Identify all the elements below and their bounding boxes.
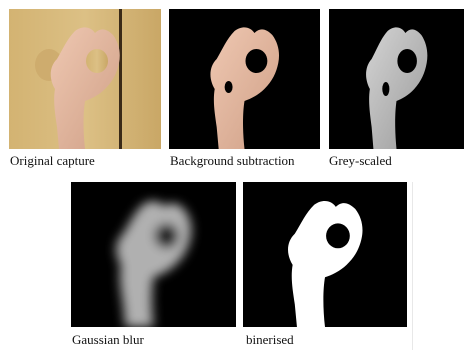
binerised-image xyxy=(243,182,407,327)
caption-grey-scaled: Grey-scaled xyxy=(329,153,392,169)
caption-original-capture: Original capture xyxy=(10,153,95,169)
grey-scaled-image xyxy=(329,9,464,149)
background-subtraction-image xyxy=(169,9,320,149)
original-capture-image xyxy=(9,9,161,149)
divider-line xyxy=(412,182,413,350)
caption-background-subtraction: Background subtraction xyxy=(170,153,295,169)
gaussian-blur-image xyxy=(71,182,236,327)
caption-binerised: binerised xyxy=(246,332,294,348)
caption-gaussian-blur: Gaussian blur xyxy=(72,332,144,348)
